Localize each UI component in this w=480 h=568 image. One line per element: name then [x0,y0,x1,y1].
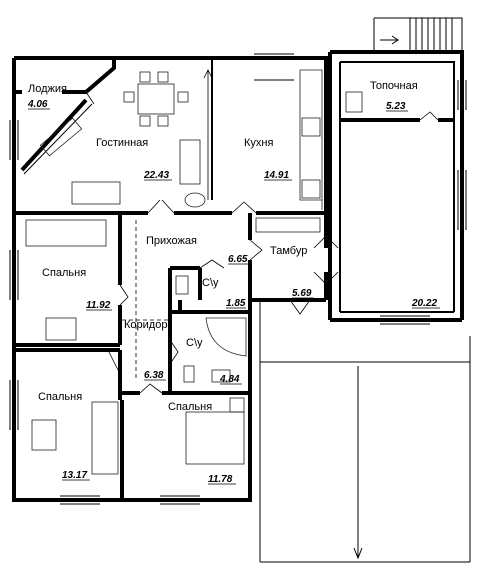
sofa [71,181,121,205]
door-living [147,199,175,214]
dining-chair [139,71,151,83]
door-wc1 [199,259,225,269]
fridge [301,179,321,199]
loggia-table [39,117,83,157]
room-area-living: 22.43 [143,170,169,181]
bed [91,401,119,475]
desk [45,317,77,341]
room-name-corridor: Коридор [124,319,167,331]
room-area-loggia: 4.06 [27,99,48,110]
dining-chair [177,91,189,103]
room-name-hall: Прихожая [146,235,197,247]
wardrobe [255,217,321,233]
door-bedroom3 [139,383,163,394]
dining-chair [157,115,169,127]
driveway-arrow [353,366,363,560]
bed [25,219,107,247]
window [9,120,19,160]
wall-hall-vestibule [248,213,328,300]
door-wc2 [169,339,179,365]
room-name-loggia: Лоджия [28,83,67,95]
room-name-vestibule: Тамбур [270,245,307,257]
doors [85,69,439,394]
window [60,495,100,505]
bathtub [205,317,247,357]
sofa [179,139,201,185]
window [9,250,19,300]
loggia-window [23,103,93,175]
windows [9,53,467,505]
room-area-bedroom2: 13.17 [62,470,87,481]
room-name-wc2: С\у [186,337,203,349]
room-area-wc1: 1.85 [226,298,246,309]
room-name-boiler: Топочная [370,80,418,92]
window [380,315,430,325]
door-living-arrow [203,69,213,200]
dining-chair [139,115,151,127]
room-area-bedroom3: 11.78 [208,474,233,485]
room-area-vestibule: 5.69 [292,288,312,299]
wall-bedroom1 [14,213,122,347]
window [254,53,294,81]
dining-chair [157,71,169,83]
wall-wc1 [168,266,202,312]
furniture [25,69,363,475]
coffee-table [184,192,206,208]
door-bedroom2 [107,349,121,375]
stair-arrow [380,35,399,45]
window [9,380,19,430]
room-area-garage: 20.22 [411,298,437,309]
room-name-kitchen: Кухня [244,137,273,149]
room-area-bedroom1: 11.92 [86,300,111,311]
desk [31,419,57,451]
door-garage [313,235,339,285]
exterior-features [259,17,471,563]
inner-wall-service-block [339,61,455,313]
dining-table [137,83,175,115]
room-name-bedroom3: Спальня [168,401,212,413]
window [160,495,200,505]
wall-bathroom [168,300,250,393]
door-loggia [85,91,95,105]
window [457,80,467,110]
staircase-outline [373,17,463,52]
wall-bedroom2 [14,348,124,500]
room-area-kitchen: 14.91 [264,170,289,181]
kitchen-counter [299,69,323,210]
room-labels: Лоджия 4.06 Гостинная 22.43 Кухня 14.91 … [27,80,440,485]
bed [185,411,245,465]
toilet [183,365,195,383]
room-area-wc2: 4.84 [219,374,240,385]
door-boiler [419,111,439,121]
boiler [345,91,363,113]
room-name-wc1: С\у [202,277,219,289]
room-area-boiler: 5.23 [386,101,406,112]
toilet [175,275,189,295]
sink [211,369,231,383]
door-kitchen [231,201,257,214]
walls [12,50,464,502]
room-name-living: Гостинная [96,137,148,149]
room-name-bedroom2: Спальня [38,391,82,403]
stove [301,117,321,137]
nightstand [229,397,245,413]
room-area-corridor: 6.38 [144,370,164,381]
room-name-bedroom1: Спальня [42,267,86,279]
door-entry [249,239,263,261]
dining-chair [123,91,135,103]
staircase-steps [409,18,453,52]
wall-loggia [14,58,116,172]
driveway-outline [259,300,471,563]
exterior-wall-main [12,56,330,502]
window [457,170,467,230]
door-bedroom1 [119,284,129,306]
door-exterior [289,299,311,315]
room-area-hall: 6.65 [228,254,248,265]
